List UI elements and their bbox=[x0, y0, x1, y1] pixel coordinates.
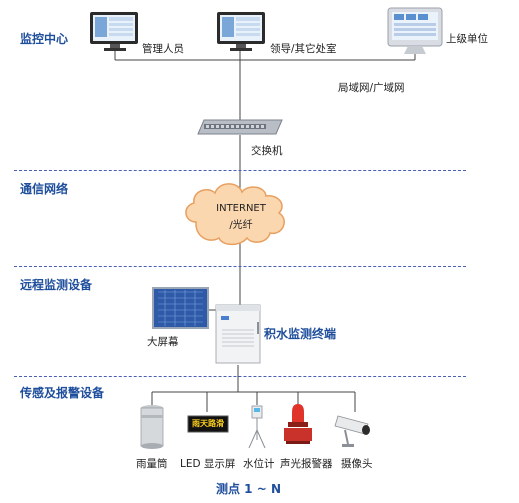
points-label: 测点 1 ~ N bbox=[216, 482, 281, 496]
section-communication-network: 通信网络 bbox=[20, 182, 69, 196]
rain-gauge-icon bbox=[140, 405, 164, 449]
camera-label: 摄像头 bbox=[341, 458, 373, 470]
switch-icon bbox=[197, 119, 283, 135]
section-remote-monitoring: 远程监测设备 bbox=[20, 278, 93, 292]
cloud-label-line2: /光纤 bbox=[229, 220, 253, 231]
alarm-icon bbox=[284, 404, 312, 444]
big-screen-icon bbox=[152, 287, 209, 329]
led-display-label: LED 显示屏 bbox=[180, 458, 236, 470]
lan-wan-label: 局域网/广域网 bbox=[338, 82, 405, 94]
leader-label: 领导/其它处室 bbox=[270, 43, 337, 55]
section-sensing-alarm: 传感及报警设备 bbox=[20, 386, 105, 400]
section-monitoring-center: 监控中心 bbox=[20, 32, 69, 46]
rain-gauge-label: 雨量筒 bbox=[136, 458, 168, 470]
cloud-icon bbox=[185, 183, 285, 246]
alarm-label: 声光报警器 bbox=[280, 458, 333, 470]
switch-label: 交换机 bbox=[251, 145, 283, 157]
superior-monitor-icon bbox=[387, 7, 443, 54]
superior-label: 上级单位 bbox=[446, 33, 488, 45]
divider-network bbox=[14, 170, 466, 171]
terminal-cabinet-icon bbox=[215, 304, 261, 364]
admin-monitor-icon bbox=[90, 12, 138, 51]
divider-remote bbox=[14, 266, 466, 267]
led-text: 雨天路滑 bbox=[192, 419, 224, 428]
cloud-label-line1: INTERNET bbox=[216, 203, 266, 214]
big-screen-label: 大屏幕 bbox=[147, 336, 179, 348]
leader-monitor-icon bbox=[217, 12, 265, 51]
water-level-label: 水位计 bbox=[243, 458, 275, 470]
divider-sensing bbox=[14, 376, 466, 377]
camera-icon bbox=[334, 415, 370, 447]
terminal-label: 积水监测终端 bbox=[264, 327, 337, 341]
admin-label: 管理人员 bbox=[142, 43, 184, 55]
water-level-gauge-icon bbox=[248, 405, 266, 449]
led-display-icon bbox=[187, 415, 229, 433]
